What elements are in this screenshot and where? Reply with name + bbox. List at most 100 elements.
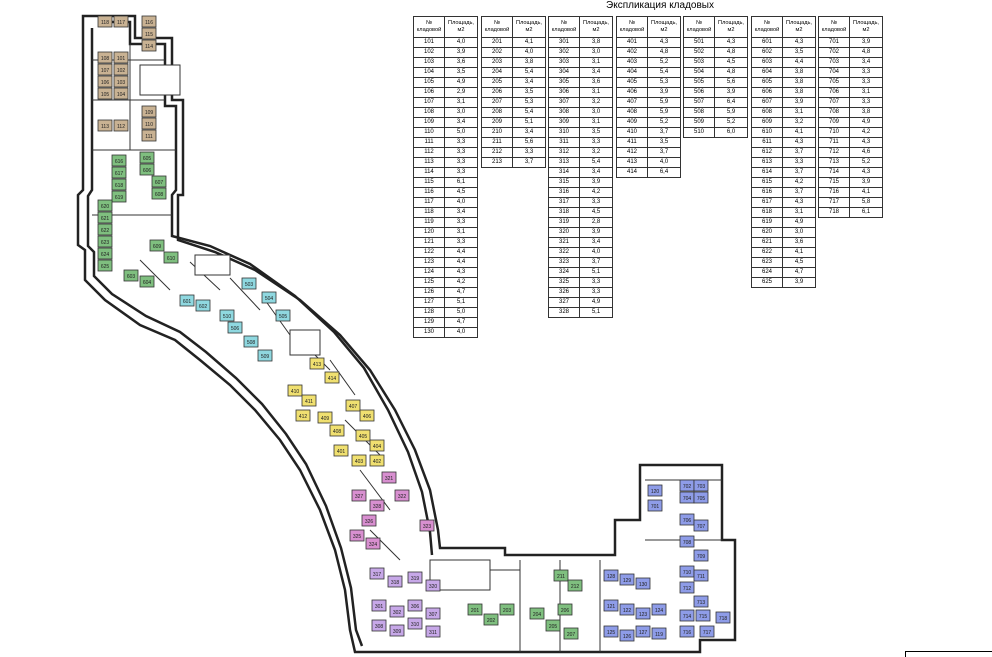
storage-room: 112 bbox=[113, 119, 129, 132]
area-cell: 3,8 bbox=[782, 67, 816, 78]
storage-room-label: 211 bbox=[557, 574, 565, 580]
storage-room: 102 bbox=[113, 63, 129, 76]
storage-room: 307 bbox=[425, 607, 441, 620]
area-cell: 3,9 bbox=[579, 227, 613, 238]
storage-room-label: 510 bbox=[223, 314, 232, 320]
storage-number-cell: 110 bbox=[413, 127, 445, 138]
storage-room-label: 622 bbox=[101, 228, 110, 234]
storage-room-label: 704 bbox=[683, 496, 692, 502]
storage-number-cell: 203 bbox=[481, 57, 513, 68]
area-cell: 3,3 bbox=[579, 277, 613, 288]
storage-room: 201 bbox=[467, 603, 483, 616]
area-cell: 4,3 bbox=[849, 167, 883, 178]
storage-number-cell: 328 bbox=[548, 307, 580, 318]
storage-number-cell: 702 bbox=[818, 47, 850, 58]
storage-room-fill bbox=[467, 603, 483, 616]
area-cell: 3,0 bbox=[579, 47, 613, 58]
storage-room: 717 bbox=[699, 625, 715, 638]
header-area: Площадь, м2 bbox=[512, 16, 546, 38]
storage-room-fill bbox=[97, 199, 113, 212]
storage-room: 624 bbox=[97, 247, 113, 260]
storage-room: 328 bbox=[369, 499, 385, 512]
storage-room-label: 702 bbox=[683, 484, 692, 490]
storage-room-fill bbox=[295, 409, 311, 422]
storage-number-cell: 616 bbox=[751, 187, 783, 198]
storage-room-label: 603 bbox=[127, 274, 136, 280]
storage-room-fill bbox=[365, 537, 381, 550]
storage-room-fill bbox=[141, 39, 157, 52]
storage-room-fill bbox=[351, 454, 367, 467]
storage-number-cell: 622 bbox=[751, 247, 783, 258]
storage-room-label: 401 bbox=[337, 449, 346, 455]
storage-room: 114 bbox=[141, 39, 157, 52]
storage-room-label: 406 bbox=[363, 414, 372, 420]
storage-room-label: 122 bbox=[623, 608, 632, 614]
storage-room: 411 bbox=[301, 394, 317, 407]
storage-number-cell: 309 bbox=[548, 117, 580, 128]
storage-room: 414 bbox=[324, 371, 340, 384]
storage-room: 113 bbox=[97, 119, 113, 132]
storage-room-label: 707 bbox=[697, 524, 706, 530]
header-area: Площадь, м2 bbox=[647, 16, 681, 38]
storage-room-label: 709 bbox=[697, 554, 706, 560]
area-cell: 3,4 bbox=[849, 57, 883, 68]
storage-number-cell: 706 bbox=[818, 87, 850, 98]
area-cell: 4,9 bbox=[444, 77, 478, 88]
area-cell: 3,9 bbox=[849, 37, 883, 48]
header-area: Площадь, м2 bbox=[444, 16, 478, 38]
storage-room-fill bbox=[349, 529, 365, 542]
storage-number-cell: 129 bbox=[413, 317, 445, 328]
storage-room: 306 bbox=[407, 599, 423, 612]
storage-room: 705 bbox=[693, 491, 709, 504]
storage-room: 308 bbox=[371, 619, 387, 632]
storage-room: 319 bbox=[407, 571, 423, 584]
storage-room: 711 bbox=[693, 569, 709, 582]
storage-room: 617 bbox=[111, 166, 127, 179]
storage-room: 104 bbox=[113, 87, 129, 100]
area-cell: 3,8 bbox=[579, 37, 613, 48]
storage-room: 620 bbox=[97, 199, 113, 212]
storage-room-fill bbox=[113, 75, 129, 88]
storage-room: 207 bbox=[563, 627, 579, 640]
storage-number-cell: 507 bbox=[683, 97, 715, 108]
area-cell: 4,0 bbox=[647, 157, 681, 168]
storage-room-label: 714 bbox=[683, 614, 692, 620]
storage-room-fill bbox=[369, 567, 385, 580]
storage-room-label: 117 bbox=[117, 20, 125, 26]
storage-room: 103 bbox=[113, 75, 129, 88]
storage-room: 610 bbox=[163, 251, 179, 264]
storage-room: 602 bbox=[195, 299, 211, 312]
storage-number-cell: 317 bbox=[548, 197, 580, 208]
storage-number-cell: 106 bbox=[413, 87, 445, 98]
storage-room-fill bbox=[141, 105, 157, 118]
area-cell: 3,7 bbox=[782, 167, 816, 178]
area-cell: 4,9 bbox=[579, 297, 613, 308]
storage-room-label: 608 bbox=[155, 192, 164, 198]
